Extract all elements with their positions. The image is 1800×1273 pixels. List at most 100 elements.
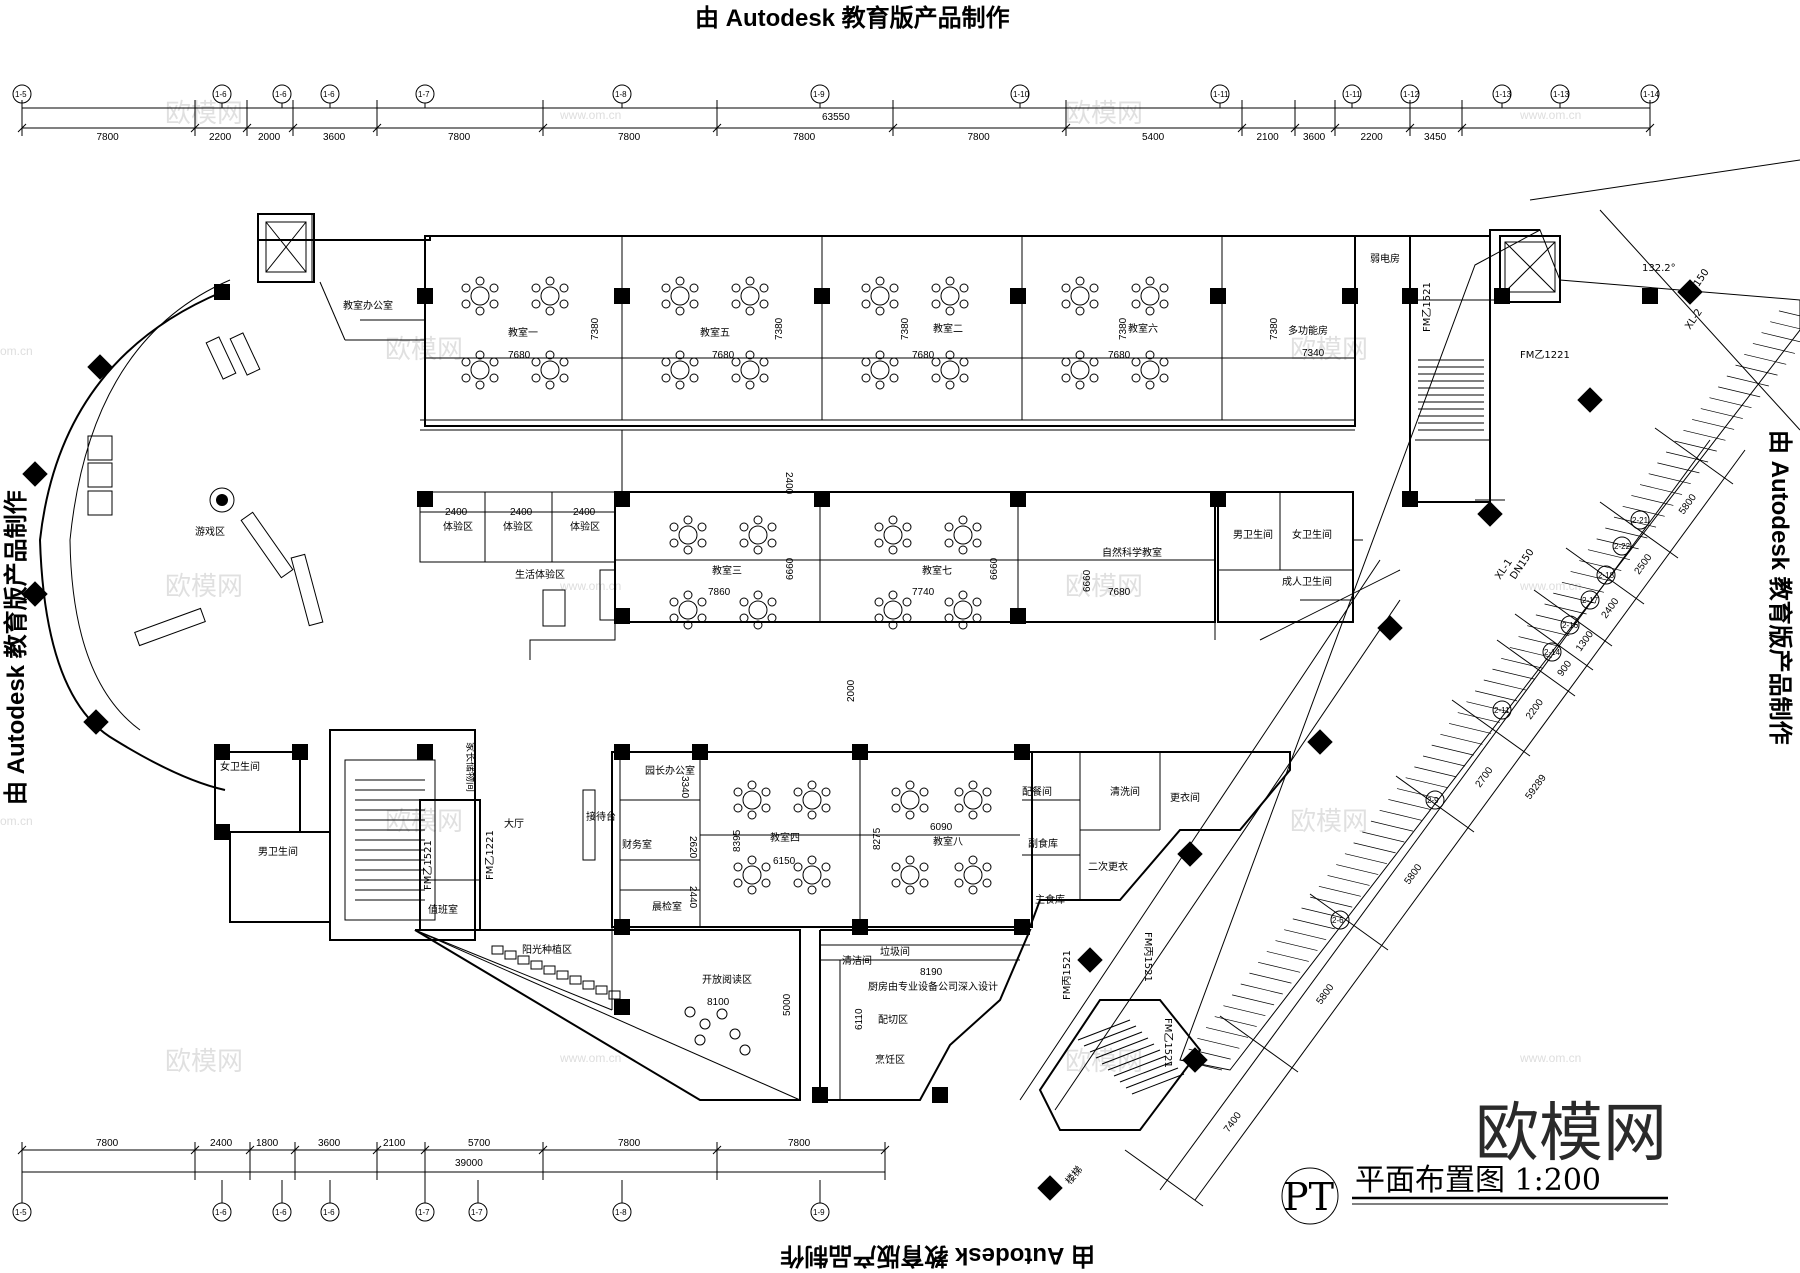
axis-label: 1-13 <box>1553 90 1570 99</box>
planter <box>582 980 595 990</box>
brand-watermark: 欧模网 <box>1475 1097 1667 1171</box>
corridor-width: 2400 <box>783 472 794 495</box>
hatch-line <box>1336 864 1379 875</box>
chair <box>919 878 929 888</box>
room-label: 副食库 <box>1028 837 1058 850</box>
dimension-value: 2100 <box>1257 132 1280 143</box>
axis-label: 1-7 <box>418 90 430 99</box>
chair <box>905 885 915 895</box>
hatch-line <box>1579 560 1622 571</box>
play-block <box>87 435 113 461</box>
room-width: 2400 <box>510 507 533 518</box>
room-depth: 7380 <box>1269 317 1280 340</box>
hatch-line <box>1744 353 1787 365</box>
table <box>748 525 768 545</box>
chair <box>958 620 968 630</box>
hatch-line <box>1440 733 1483 745</box>
chair <box>731 299 741 309</box>
chair <box>861 299 871 309</box>
dimension-tick <box>372 1145 382 1155</box>
chair <box>753 545 763 555</box>
table <box>470 360 490 380</box>
chair <box>767 597 777 607</box>
column <box>1494 288 1510 304</box>
axis-label: 2-14 <box>1544 648 1561 657</box>
room-label: 配餐间 <box>1022 785 1052 798</box>
dimension-tick <box>1565 547 1645 605</box>
chair <box>753 590 763 600</box>
column <box>214 744 230 760</box>
hatch-line <box>1700 408 1743 419</box>
chair <box>475 380 485 390</box>
dimension-tick <box>242 123 252 133</box>
room-width: 3340 <box>679 776 690 799</box>
play-drum <box>216 494 228 506</box>
room-label: 教室一 <box>508 326 538 339</box>
hatch-line <box>1561 581 1605 593</box>
column <box>1402 288 1418 304</box>
dimension-value: 7800 <box>618 132 641 143</box>
room-width: 7860 <box>708 587 731 598</box>
dimension-tick <box>1061 123 1071 133</box>
chair <box>747 855 757 865</box>
chair <box>1159 373 1169 383</box>
room-label: 接待台 <box>586 810 616 823</box>
dimension-value: 5700 <box>468 1138 491 1149</box>
dimension-tick <box>17 1145 27 1155</box>
column <box>417 744 433 760</box>
chair <box>747 780 757 790</box>
slide <box>134 607 206 647</box>
chair <box>531 373 541 383</box>
hatch-line <box>1301 907 1344 919</box>
chair <box>753 515 763 525</box>
chair <box>475 350 485 360</box>
watermark-text: 欧模网 <box>1065 1047 1143 1077</box>
hatch-line <box>1379 809 1422 821</box>
chair <box>489 299 499 309</box>
furniture-layer <box>87 276 1169 1056</box>
column <box>1307 729 1333 755</box>
chair <box>1145 350 1155 360</box>
building-outline <box>38 213 1561 1131</box>
room-label: 教室五 <box>700 326 730 339</box>
chair <box>875 306 885 316</box>
stool <box>699 1018 711 1030</box>
chair <box>559 299 569 309</box>
room-label: 晨检室 <box>652 900 682 913</box>
chair <box>821 862 831 872</box>
planter <box>595 985 608 995</box>
chair <box>793 862 803 872</box>
room-label: 家长储物间 <box>464 742 477 792</box>
axis-bubble <box>1560 615 1580 635</box>
room-depth: 8275 <box>872 827 883 850</box>
column <box>852 744 868 760</box>
table <box>542 589 566 627</box>
chair <box>982 803 992 813</box>
dimension-value: 7800 <box>788 1138 811 1149</box>
chair <box>475 276 485 286</box>
chair <box>875 276 885 286</box>
dimension-tick <box>1451 699 1531 757</box>
chair <box>968 885 978 895</box>
hatch-line <box>1310 896 1353 908</box>
structural-columns <box>22 279 1703 1201</box>
chair <box>733 803 743 813</box>
watermark-text: 欧模网 <box>165 572 243 602</box>
chair <box>1061 357 1071 367</box>
chair <box>968 855 978 865</box>
table <box>740 360 760 380</box>
dimension-value: 2200 <box>1361 132 1384 143</box>
chair <box>821 787 831 797</box>
chair <box>669 613 679 623</box>
chair <box>747 810 757 820</box>
chair <box>761 878 771 888</box>
chair <box>697 597 707 607</box>
hatch-line <box>1605 527 1648 539</box>
chair <box>1145 380 1155 390</box>
chair <box>531 299 541 309</box>
chair <box>874 613 884 623</box>
column <box>614 491 630 507</box>
chair <box>972 597 982 607</box>
chair <box>661 299 671 309</box>
dimension-value: 7800 <box>97 132 120 143</box>
